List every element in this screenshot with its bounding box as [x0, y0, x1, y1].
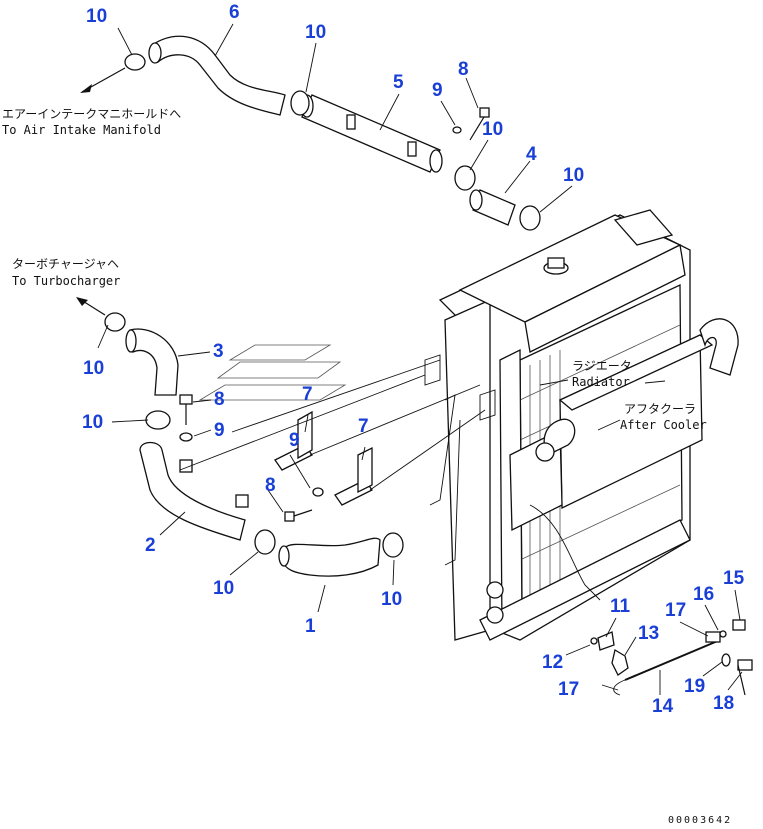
callout-17: 17 [558, 679, 579, 700]
callout-12: 12 [542, 652, 563, 673]
callout-13: 13 [638, 623, 659, 644]
note-aftercooler-en: After Cooler [620, 418, 707, 432]
callout-15: 15 [723, 568, 745, 589]
callout-9: 9 [214, 420, 225, 441]
callout-6: 6 [229, 2, 240, 23]
note-turbo-en: To Turbocharger [12, 274, 120, 288]
callout-10: 10 [482, 119, 503, 140]
callout-9: 9 [432, 80, 443, 101]
note-radiator-jp: ラジエータ [572, 359, 632, 373]
callout-3: 3 [213, 341, 224, 362]
callout-18: 18 [713, 693, 734, 714]
fasteners [179, 107, 753, 696]
callout-8: 8 [265, 475, 276, 496]
callout-2: 2 [145, 535, 156, 556]
leader-lines [97, 23, 743, 695]
callout-10: 10 [86, 6, 107, 27]
hose-3 [125, 328, 179, 396]
callout-14: 14 [652, 696, 674, 717]
callout-8: 8 [458, 59, 469, 80]
flow-arrows [76, 67, 126, 316]
note-intake-jp: エアーインテークマニホールドへ [2, 107, 181, 121]
callout-10: 10 [83, 358, 104, 379]
note-radiator-en: Radiator [572, 375, 630, 389]
note-aftercooler-jp: アフタクーラ [624, 402, 696, 416]
hose-6 [148, 35, 286, 116]
hose-1 [278, 537, 381, 577]
callout-4: 4 [526, 144, 537, 165]
bracket-plates [198, 344, 347, 401]
callout-1: 1 [305, 616, 316, 637]
callout-16: 16 [693, 584, 714, 605]
hose-4 [469, 189, 516, 226]
callout-10: 10 [82, 412, 103, 433]
radiator-assembly [424, 209, 739, 641]
callout-10: 10 [381, 589, 402, 610]
callout-8: 8 [214, 389, 225, 410]
document-code: 00003642 [668, 815, 732, 826]
callout-9: 9 [289, 430, 300, 451]
callout-11: 11 [610, 596, 631, 617]
pipe-2 [139, 441, 249, 541]
callout-17: 17 [665, 600, 686, 621]
callout-7: 7 [358, 416, 369, 437]
callout-5: 5 [393, 72, 404, 93]
note-turbo-jp: ターボチャージャヘ [12, 257, 119, 271]
callout-10: 10 [213, 578, 234, 599]
note-intake-en: To Air Intake Manifold [2, 123, 161, 137]
callout-19: 19 [684, 676, 705, 697]
pipe-5 [300, 94, 443, 173]
callout-7: 7 [302, 384, 313, 405]
callout-10: 10 [563, 165, 584, 186]
callout-10: 10 [305, 22, 326, 43]
clamps [104, 53, 541, 558]
